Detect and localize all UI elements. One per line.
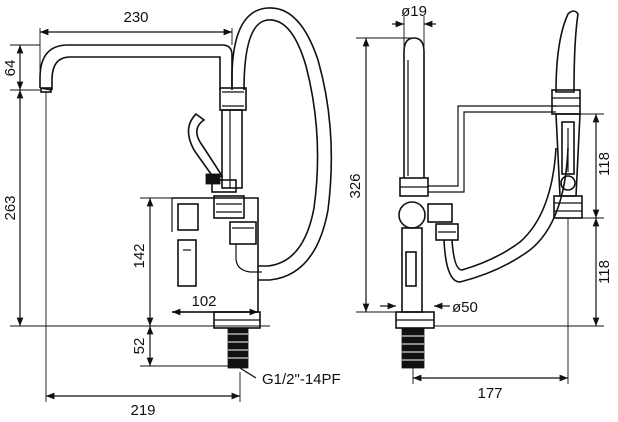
front-hose (231, 7, 333, 281)
dim-base-width-label: 219 (130, 402, 155, 419)
dim-side-lower-hose: 118 (434, 218, 613, 327)
side-spray-handle (551, 10, 583, 219)
dim-front-body-height: 142 (131, 197, 172, 326)
dim-lower-hose-label: 118 (596, 260, 613, 284)
front-lever (187, 112, 237, 193)
dim-thread-length-label: 52 (131, 338, 148, 355)
dim-reach-label: 177 (477, 385, 502, 402)
dim-body-depth-label: 102 (191, 293, 216, 310)
dim-front-height-main: 263 (2, 90, 270, 327)
dim-front-thread-length: 52 (131, 326, 228, 367)
dim-side-upper-hose: 118 (580, 113, 613, 219)
side-view: ø19 326 ø50 118 118 (347, 3, 613, 402)
front-view: 230 64 263 142 102 5 (2, 7, 341, 419)
dim-upper-hose-label: 118 (596, 152, 613, 176)
dim-base-diameter-label: ø50 (452, 299, 478, 316)
side-spout (395, 37, 459, 369)
dim-spout-diameter-label: ø19 (401, 3, 427, 20)
front-spray-head (219, 87, 247, 189)
side-upper-connector (428, 105, 556, 193)
dim-side-total-height: 326 (347, 37, 414, 313)
dim-side-spout-diameter: ø19 (392, 3, 436, 48)
side-lower-hose (443, 147, 569, 283)
dim-front-base-width: 219 (45, 92, 241, 419)
front-spout (39, 44, 233, 93)
dim-height-main-label: 263 (2, 195, 19, 220)
dim-body-height-label: 142 (131, 243, 148, 268)
dim-front-width-top: 230 (39, 9, 233, 80)
dim-front-body-depth: 102 (172, 293, 258, 316)
dim-spout-height-label: 64 (2, 60, 19, 77)
dim-total-height-label: 326 (347, 173, 364, 198)
front-thread (227, 327, 257, 379)
front-body (171, 195, 262, 329)
dim-side-base-diameter: ø50 (380, 299, 478, 316)
thread-label: G1/2"-14PF (262, 371, 341, 388)
dim-side-reach: 177 (412, 218, 569, 402)
dim-front-spout-height: 64 (2, 44, 40, 91)
dim-width-top-label: 230 (123, 9, 148, 26)
